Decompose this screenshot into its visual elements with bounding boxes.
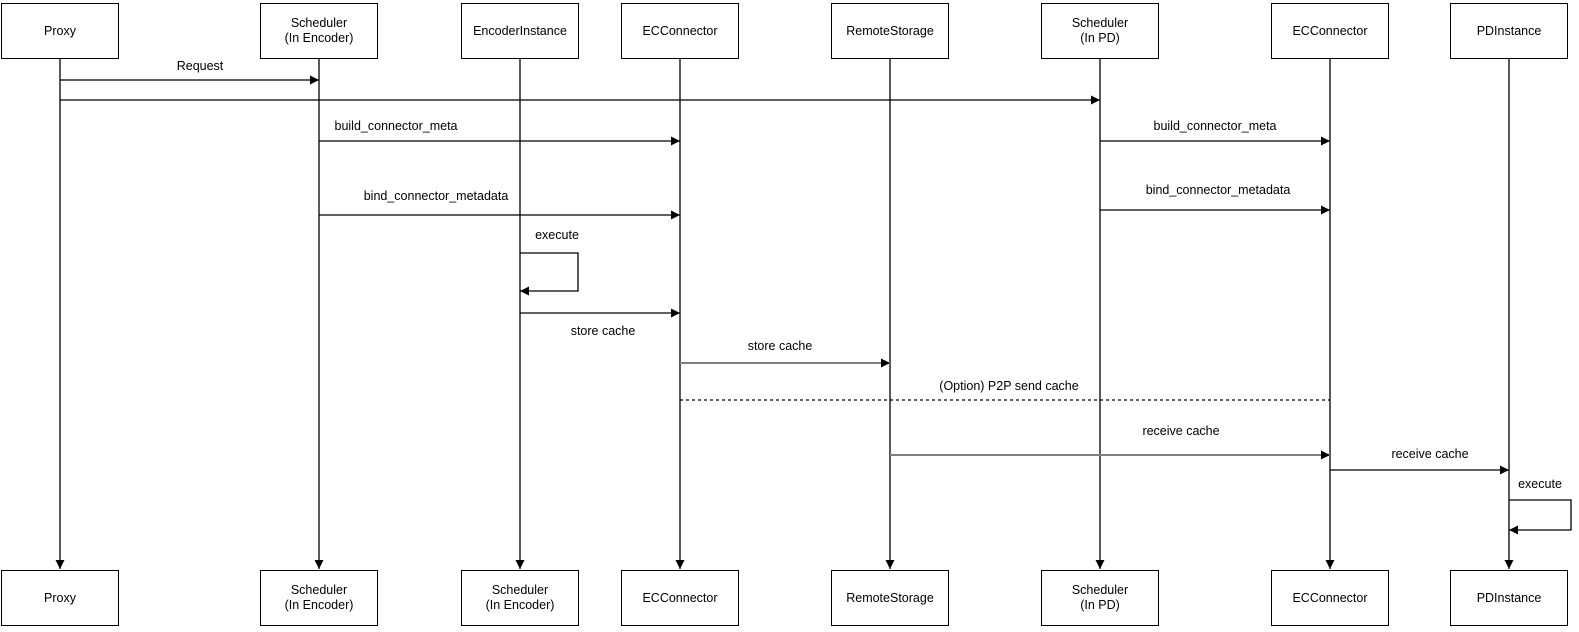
- participant-label: Scheduler (In Encoder): [284, 583, 354, 612]
- participant-label: ECConnector: [1292, 23, 1368, 38]
- participant-label: PDInstance: [1476, 590, 1542, 605]
- participant-top-remote-storage: RemoteStorage: [831, 3, 949, 59]
- participant-bottom-scheduler-pd: Scheduler (In PD): [1041, 570, 1159, 626]
- participant-top-pd-instance: PDInstance: [1450, 3, 1568, 59]
- message-label: execute: [1518, 477, 1562, 491]
- message-label: store cache: [747, 339, 813, 353]
- participant-top-encoder-instance: EncoderInstance: [461, 3, 579, 59]
- participant-label: ECConnector: [642, 590, 718, 605]
- self-message-arrow: [1509, 499, 1572, 535]
- participant-label: Proxy: [44, 23, 76, 38]
- participant-label: Scheduler (In Encoder): [284, 16, 354, 45]
- participant-top-ec-connector-encoder: ECConnector: [621, 3, 739, 59]
- participant-label: RemoteStorage: [846, 23, 934, 38]
- message-label: build_connector_meta: [334, 119, 458, 133]
- participant-label: Scheduler (In Encoder): [485, 583, 555, 612]
- participant-label: ECConnector: [1292, 590, 1368, 605]
- participant-label: Scheduler (In PD): [1071, 583, 1129, 612]
- participant-bottom-ec-connector-encoder: ECConnector: [621, 570, 739, 626]
- message-label: build_connector_meta: [1153, 119, 1277, 133]
- message-label: receive cache: [1391, 447, 1469, 461]
- participant-bottom-scheduler-encoder: Scheduler (In Encoder): [260, 570, 378, 626]
- participant-top-ec-connector-pd: ECConnector: [1271, 3, 1389, 59]
- participant-label: Proxy: [44, 590, 76, 605]
- message-label: bind_connector_metadata: [363, 189, 509, 203]
- self-message-arrow: [520, 252, 579, 296]
- message-label: bind_connector_metadata: [1145, 183, 1291, 197]
- participant-top-scheduler-encoder: Scheduler (In Encoder): [260, 3, 378, 59]
- participant-label: EncoderInstance: [473, 23, 567, 38]
- participant-top-scheduler-pd: Scheduler (In PD): [1041, 3, 1159, 59]
- diagram-lines-group: [55, 59, 1572, 569]
- participant-bottom-pd-instance: PDInstance: [1450, 570, 1568, 626]
- participant-label: RemoteStorage: [846, 590, 934, 605]
- participant-label: ECConnector: [642, 23, 718, 38]
- participant-bottom-encoder-instance: Scheduler (In Encoder): [461, 570, 579, 626]
- message-label: store cache: [570, 324, 636, 338]
- participant-bottom-ec-connector-pd: ECConnector: [1271, 570, 1389, 626]
- participant-bottom-proxy: Proxy: [1, 570, 119, 626]
- participant-label: Scheduler (In PD): [1071, 16, 1129, 45]
- participant-top-proxy: Proxy: [1, 3, 119, 59]
- message-label: execute: [535, 228, 579, 242]
- participant-bottom-remote-storage: RemoteStorage: [831, 570, 949, 626]
- message-label: receive cache: [1142, 424, 1220, 438]
- participant-label: PDInstance: [1476, 23, 1542, 38]
- message-label: Request: [176, 59, 224, 73]
- message-label: (Option) P2P send cache: [939, 379, 1079, 393]
